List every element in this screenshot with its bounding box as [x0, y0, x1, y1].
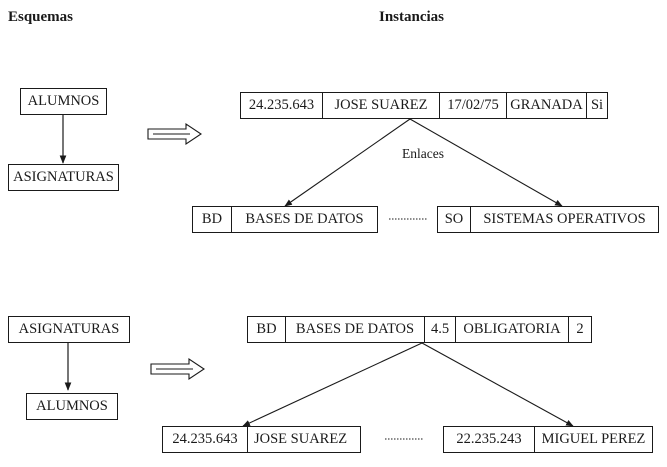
top-child-record-2: SO SISTEMAS OPERATIVOS	[437, 206, 659, 233]
top-parent-record: 24.235.643 JOSE SUAREZ 17/02/75 GRANADA …	[240, 92, 608, 119]
record-field: 4.5	[424, 317, 455, 342]
record-field: BASES DE DATOS	[231, 207, 377, 232]
instances-header: Instancias	[379, 9, 445, 25]
record-field: BASES DE DATOS	[285, 317, 424, 342]
bottom-schema-child-box: ALUMNOS	[26, 393, 118, 420]
top-link-left	[284, 118, 411, 207]
bottom-child-record-2: 22.235.243 MIGUEL PEREZ	[443, 426, 653, 453]
record-field: BD	[201, 211, 223, 227]
bottom-parent-record: BD BASES DE DATOS 4.5 OBLIGATORIA 2	[247, 316, 592, 343]
record-field: Si	[586, 93, 607, 118]
bottom-schema-parent-box: ASIGNATURAS	[8, 316, 130, 343]
record-field: SISTEMAS OPERATIVOS	[470, 207, 658, 232]
schemas-header: Esquemas	[8, 9, 74, 25]
record-field: 24.235.643	[172, 431, 238, 447]
record-field: JOSE SUAREZ	[322, 93, 439, 118]
record-field: 24.235.643	[248, 97, 315, 113]
record-field: 2	[568, 317, 591, 342]
top-transform-arrow	[147, 122, 202, 146]
record-field: 22.235.243	[456, 431, 522, 447]
record-field: BD	[256, 321, 277, 337]
bottom-child-record-1: 24.235.643 JOSE SUAREZ	[162, 426, 361, 453]
record-field: OBLIGATORIA	[455, 317, 568, 342]
bottom-link-right	[421, 342, 574, 427]
top-schema-child-box: ASIGNATURAS	[8, 164, 119, 191]
record-field: JOSE SUAREZ	[247, 427, 360, 452]
top-link-right	[409, 118, 563, 207]
top-schema-parent-box: ALUMNOS	[20, 88, 107, 115]
record-field: GRANADA	[506, 93, 586, 118]
record-field: SO	[444, 211, 464, 227]
bottom-link-left	[242, 342, 423, 427]
bottom-transform-arrow	[150, 357, 205, 381]
links-label: Enlaces	[402, 146, 444, 161]
record-field: 17/02/75	[439, 93, 506, 118]
top-child-record-1: BD BASES DE DATOS	[192, 206, 378, 233]
record-field: MIGUEL PEREZ	[534, 427, 652, 452]
